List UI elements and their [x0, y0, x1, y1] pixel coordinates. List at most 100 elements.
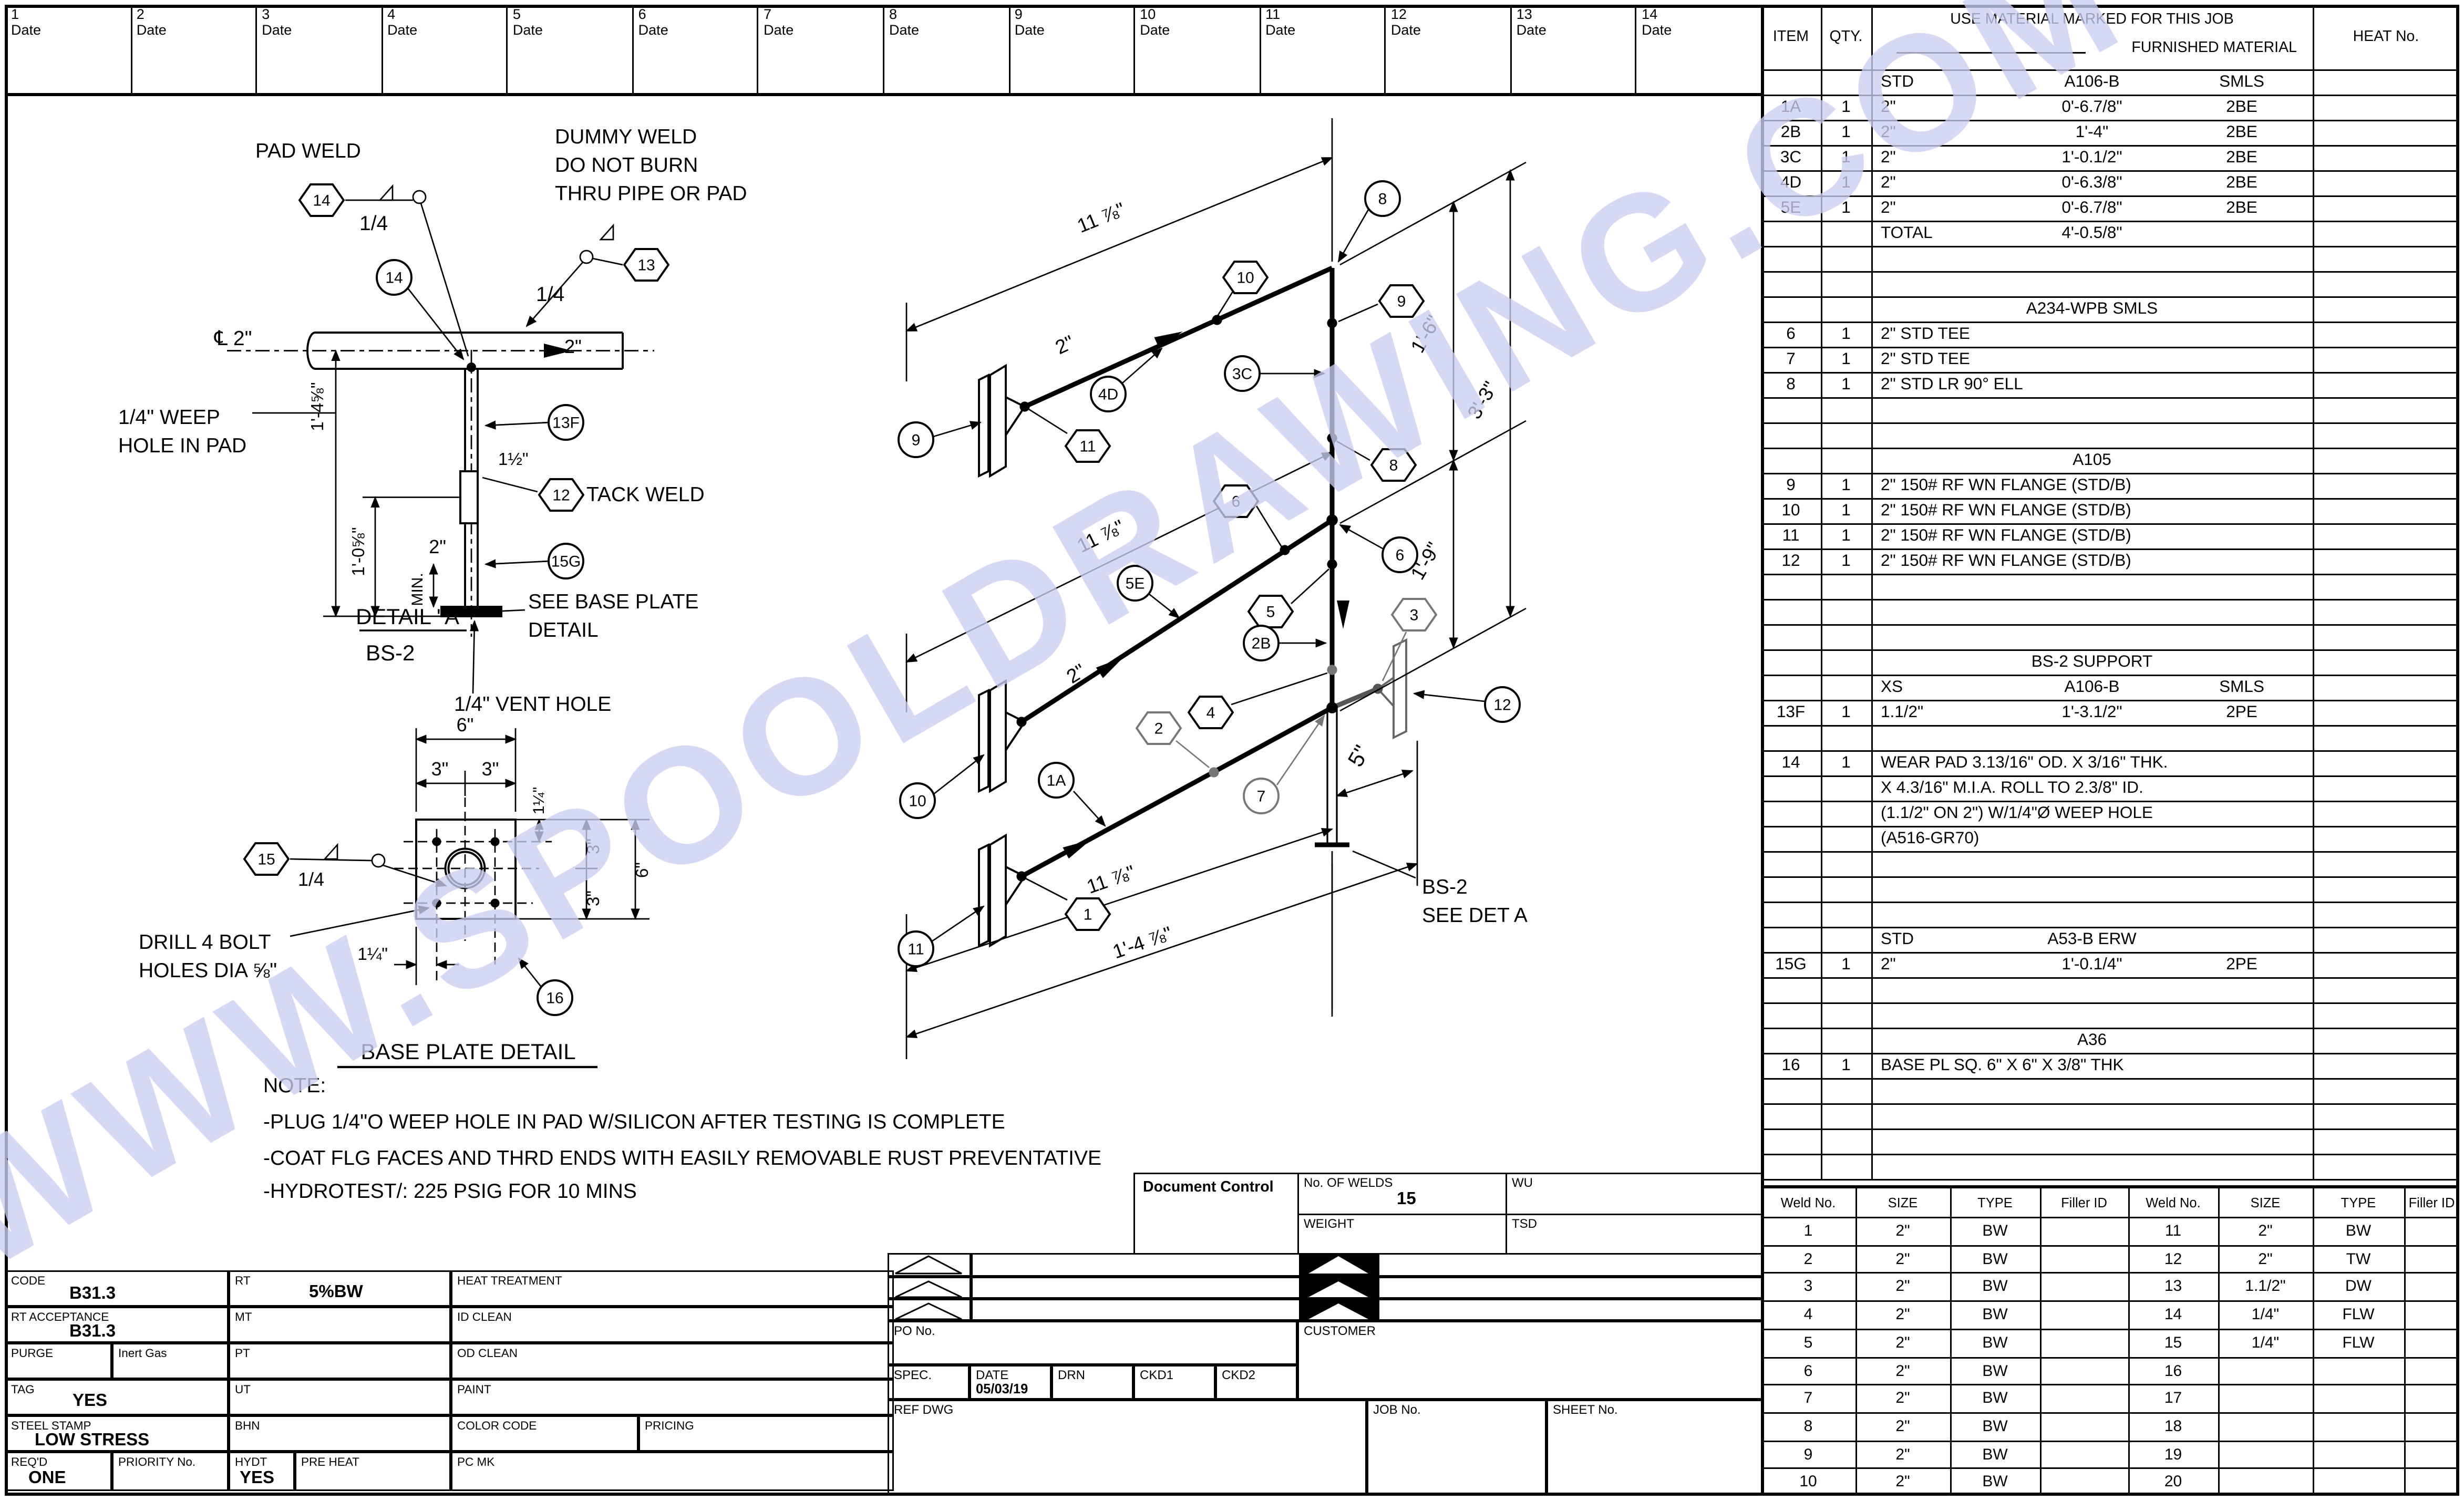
balloon-label: 9 — [912, 432, 921, 449]
weld-cell: 15 — [2164, 1334, 2182, 1352]
svg-text:2": 2" — [1052, 331, 1078, 359]
material-row-line — [1761, 523, 2459, 525]
weld-cell: 2" — [1895, 1251, 1910, 1269]
sheet-no-label: SHEET No. — [1553, 1403, 1618, 1417]
code-label: PC MK — [457, 1455, 495, 1469]
material-row-line — [1761, 750, 2459, 752]
date-strip-bottom-line — [5, 93, 1761, 96]
material-row: BS-2 SUPPORT — [2031, 653, 2153, 671]
balloon-label: 9 — [1397, 293, 1406, 310]
pc-mk-cell: PC MK — [451, 1452, 894, 1491]
material-row-line — [1761, 902, 2459, 903]
item-balloon-9 — [898, 421, 934, 458]
weld-cell: 19 — [2164, 1446, 2182, 1464]
weld-cell: 7 — [1803, 1390, 1813, 1408]
weld-cell: TW — [2346, 1251, 2371, 1269]
weld-cell: 10 — [1799, 1474, 1817, 1492]
material-row-line — [1761, 675, 2459, 676]
iso-leaders — [930, 209, 1486, 944]
weld-cell: 2" — [1895, 1474, 1910, 1492]
weld-cell: 1 — [1803, 1223, 1813, 1240]
wu-label: WU — [1512, 1176, 1533, 1190]
purge-cell: PURGE — [5, 1343, 112, 1379]
material-row: A105 — [2073, 451, 2111, 470]
balloon-label: 14 — [313, 192, 330, 210]
code-value: LOW STRESS — [35, 1431, 150, 1450]
code-label: BHN — [235, 1419, 260, 1433]
code-value: ONE — [28, 1469, 66, 1488]
material-row-line — [1761, 1078, 2459, 1080]
item-balloon-12 — [1484, 686, 1521, 723]
customer-label: CUSTOMER — [1304, 1324, 1376, 1338]
date-cell-number: 13 — [1516, 6, 1532, 22]
weld-header: TYPE — [1977, 1195, 2013, 1210]
weld-balloon-11 — [1064, 429, 1111, 463]
item-balloon-13F — [548, 404, 584, 441]
weld-balloon-4 — [1187, 696, 1234, 729]
material-row-line — [1761, 952, 2459, 954]
paint-cell: PAINT — [451, 1379, 894, 1415]
weld-cell: BW — [1982, 1418, 2008, 1436]
weld-cell: 1.1/2" — [2245, 1279, 2286, 1297]
date-cell-number: 3 — [262, 6, 270, 22]
svg-text:℄ 2": ℄ 2" — [214, 327, 252, 350]
weld-cell: 8 — [1803, 1418, 1813, 1436]
item-balloon-5E — [1117, 565, 1153, 602]
color-code-cell: COLOR CODE — [451, 1415, 638, 1452]
date-cell-number: 8 — [889, 6, 898, 22]
pt-cell: PT — [229, 1343, 451, 1379]
material-row-line — [1761, 826, 2459, 827]
material-header-underline — [1896, 52, 2086, 54]
weld-cell: 2" — [1895, 1418, 1910, 1436]
svg-text:DO NOT BURN: DO NOT BURN — [555, 154, 698, 177]
balloon-label: 16 — [546, 990, 563, 1007]
date-value: 05/03/19 — [976, 1381, 1028, 1396]
weld-header: Weld No. — [2146, 1195, 2201, 1210]
svg-text:11 ⅞": 11 ⅞" — [1074, 515, 1128, 557]
balloon-label: 10 — [1236, 270, 1254, 287]
weld-row-line — [1761, 1300, 2459, 1302]
svg-text:1/4: 1/4 — [298, 868, 324, 890]
material-row: (A516-GR70) — [1881, 829, 1980, 848]
balloon-label: 14 — [385, 270, 403, 287]
material-row-line — [1761, 498, 2459, 500]
material-row-line — [1761, 221, 2459, 222]
weld-cell: 2" — [2258, 1251, 2273, 1269]
item-balloon-7 — [1243, 778, 1280, 814]
code-label: PT — [235, 1346, 250, 1360]
material-row-line — [1761, 624, 2459, 626]
svg-text:11 ⅞": 11 ⅞" — [1084, 861, 1138, 898]
weld-cell: BW — [1982, 1251, 2008, 1269]
weld-balloon-15 — [243, 842, 290, 876]
material-row-line — [1761, 548, 2459, 550]
material-row-line — [1761, 1028, 2459, 1029]
mt-cell: MT — [229, 1307, 451, 1343]
svg-text:1/4: 1/4 — [359, 212, 388, 235]
weld-cell: BW — [1982, 1446, 2008, 1464]
material-row-line — [1761, 95, 2459, 96]
date-cell-label: Date — [1014, 22, 1045, 38]
date-cell-label: Date — [1140, 22, 1170, 38]
weld-cell: 17 — [2164, 1390, 2182, 1408]
svg-text:-PLUG 1/4"O WEEP HOLE IN PAD W: -PLUG 1/4"O WEEP HOLE IN PAD W/SILICON A… — [263, 1111, 1005, 1133]
weld-col-line — [2313, 1185, 2314, 1496]
material-row-line — [1761, 927, 2459, 928]
drn-label: DRN — [1058, 1368, 1086, 1382]
date-cell-number: 1 — [11, 6, 19, 22]
weld-cell: 2" — [1895, 1362, 1910, 1380]
balloon-label: 12 — [1493, 697, 1511, 714]
weld-col-line — [2040, 1185, 2042, 1496]
code-value: B31.3 — [69, 1322, 116, 1341]
code-value: 5%BW — [309, 1283, 363, 1302]
